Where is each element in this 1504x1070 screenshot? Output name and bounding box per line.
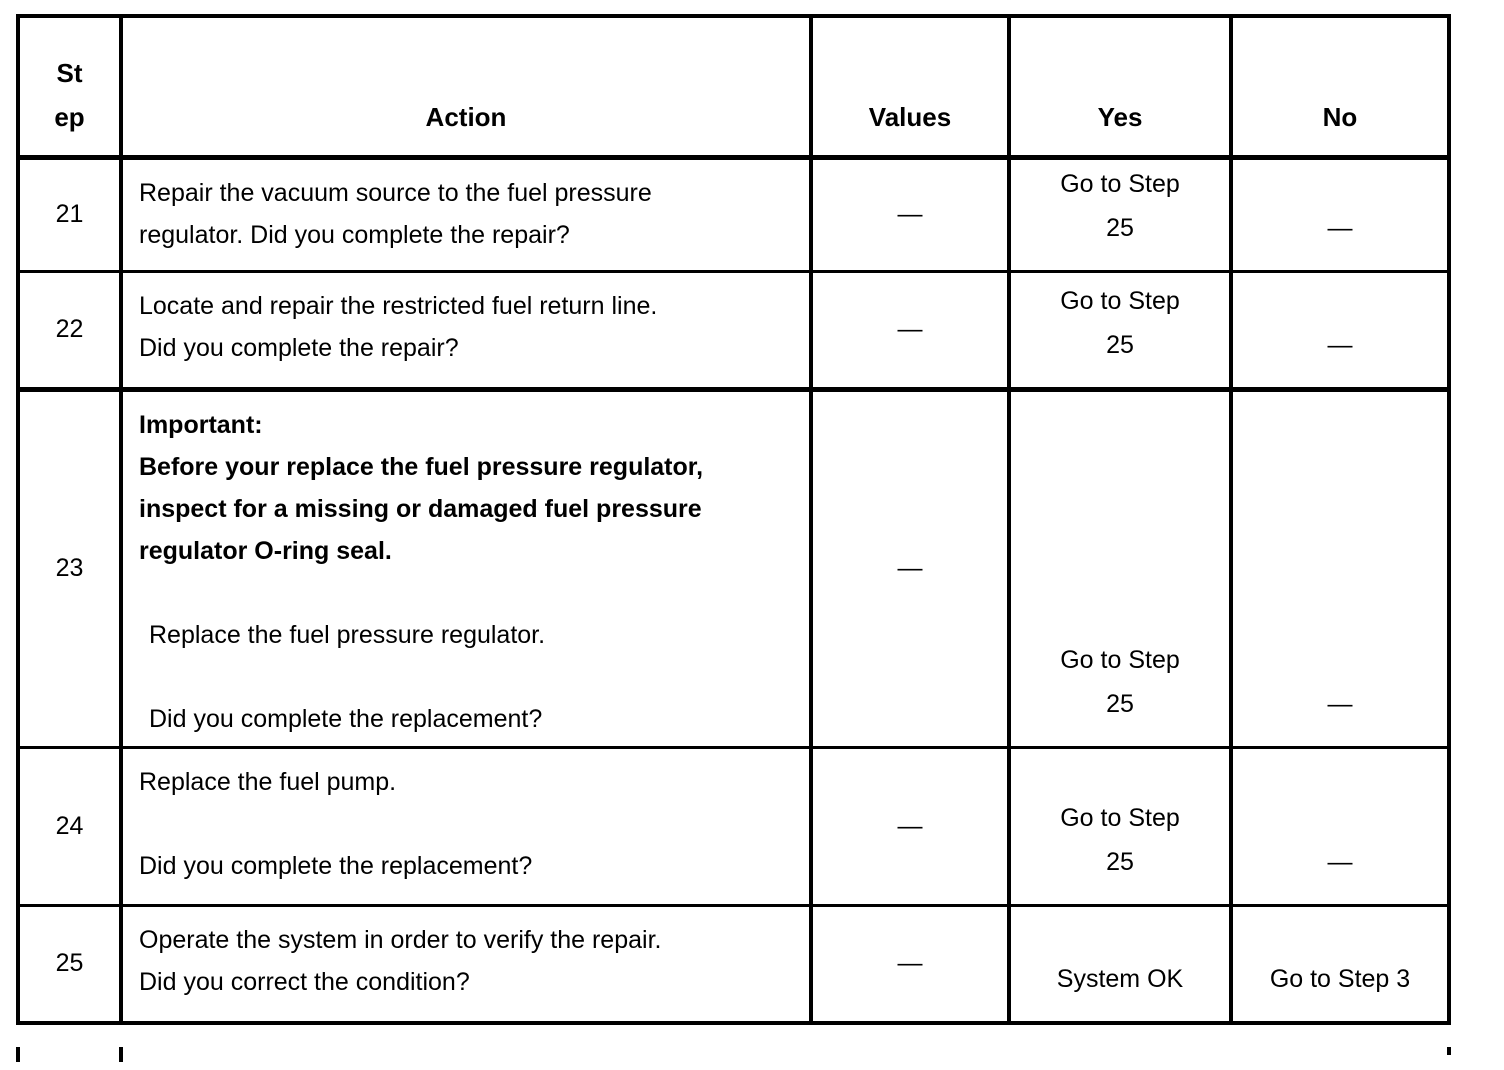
yes-cell: Go to Step 25 bbox=[1007, 269, 1231, 389]
action-line: Before your replace the fuel pressure re… bbox=[139, 452, 704, 481]
no-line: — bbox=[1327, 213, 1353, 242]
no-cell: Go to Step 3 bbox=[1229, 903, 1449, 1023]
header-step-line2: ep bbox=[54, 101, 85, 132]
action-line: Did you complete the repair? bbox=[139, 333, 459, 362]
table-border-stub bbox=[1447, 1047, 1451, 1055]
values-cell: — bbox=[809, 386, 1009, 747]
header-values: Values bbox=[809, 16, 1009, 157]
action-line: Replace the fuel pump. bbox=[139, 767, 397, 796]
values-cell: — bbox=[809, 745, 1009, 905]
yes-cell: System OK bbox=[1007, 903, 1231, 1023]
yes-line: Go to Step bbox=[1060, 169, 1180, 198]
header-action: Action bbox=[119, 16, 811, 157]
yes-line: 25 bbox=[1106, 213, 1134, 242]
action-cell: Repair the vacuum source to the fuel pre… bbox=[119, 154, 811, 271]
no-line: — bbox=[1327, 330, 1353, 359]
yes-line: Go to Step bbox=[1060, 645, 1180, 674]
no-cell: — bbox=[1229, 154, 1449, 271]
step-cell: 22 bbox=[18, 269, 121, 389]
diagnostic-step-table: St ep Action Values Yes No 21 Repair the… bbox=[16, 14, 1451, 1025]
no-line: Go to Step 3 bbox=[1269, 965, 1411, 993]
action-cell: Locate and repair the restricted fuel re… bbox=[119, 269, 811, 389]
table-row-step-25: 25 Operate the system in order to verify… bbox=[18, 903, 1449, 1023]
action-line-spacer bbox=[139, 572, 799, 614]
yes-line: Go to Step bbox=[1060, 286, 1180, 315]
action-line: regulator O-ring seal. bbox=[139, 536, 392, 565]
action-line: Did you complete the replacement? bbox=[139, 851, 533, 880]
step-cell: 25 bbox=[18, 903, 121, 1023]
action-line-important: Important: bbox=[139, 410, 263, 439]
table-row-step-23: 23 Important: Before your replace the fu… bbox=[18, 386, 1449, 747]
yes-cell: Go to Step 25 bbox=[1007, 745, 1231, 905]
action-line-spacer bbox=[139, 803, 799, 845]
action-line-spacer bbox=[139, 656, 799, 698]
values-cell: — bbox=[809, 154, 1009, 271]
step-cell: 23 bbox=[18, 386, 121, 747]
yes-cell: Go to Step 25 bbox=[1007, 154, 1231, 271]
table-row-step-21: 21 Repair the vacuum source to the fuel … bbox=[18, 154, 1449, 271]
yes-cell: Go to Step 25 bbox=[1007, 386, 1231, 747]
action-line: inspect for a missing or damaged fuel pr… bbox=[139, 494, 702, 523]
no-line: — bbox=[1327, 689, 1353, 718]
action-line: Did you complete the replacement? bbox=[149, 704, 543, 733]
header-step: St ep bbox=[18, 16, 121, 157]
yes-line: System OK bbox=[1056, 965, 1184, 993]
header-step-line1: St bbox=[56, 57, 83, 88]
table-border-stub bbox=[119, 1047, 123, 1062]
step-cell: 24 bbox=[18, 745, 121, 905]
no-cell: — bbox=[1229, 745, 1449, 905]
yes-line: Go to Step bbox=[1060, 803, 1180, 832]
action-cell: Operate the system in order to verify th… bbox=[119, 903, 811, 1023]
values-cell: — bbox=[809, 903, 1009, 1023]
yes-line: 25 bbox=[1106, 689, 1134, 718]
action-line: regulator. Did you complete the repair? bbox=[139, 220, 570, 249]
header-no: No bbox=[1229, 16, 1449, 157]
no-line: — bbox=[1327, 847, 1353, 876]
action-line: Repair the vacuum source to the fuel pre… bbox=[139, 178, 652, 207]
values-cell: — bbox=[809, 269, 1009, 389]
yes-line: 25 bbox=[1106, 847, 1134, 876]
action-line: Locate and repair the restricted fuel re… bbox=[139, 291, 658, 320]
action-cell: Replace the fuel pump. Did you complete … bbox=[119, 745, 811, 905]
action-line: Replace the fuel pressure regulator. bbox=[149, 620, 546, 649]
table-row-step-22: 22 Locate and repair the restricted fuel… bbox=[18, 269, 1449, 389]
action-line: Operate the system in order to verify th… bbox=[139, 925, 662, 954]
action-line: Did you correct the condition? bbox=[139, 967, 470, 996]
no-cell: — bbox=[1229, 386, 1449, 747]
header-row: St ep Action Values Yes No bbox=[18, 16, 1449, 157]
action-cell: Important: Before your replace the fuel … bbox=[119, 386, 811, 747]
table-border-stub bbox=[16, 1047, 20, 1062]
no-cell: — bbox=[1229, 269, 1449, 389]
table-row-step-24: 24 Replace the fuel pump. Did you comple… bbox=[18, 745, 1449, 905]
yes-line: 25 bbox=[1106, 330, 1134, 359]
step-cell: 21 bbox=[18, 154, 121, 271]
header-yes: Yes bbox=[1007, 16, 1231, 157]
